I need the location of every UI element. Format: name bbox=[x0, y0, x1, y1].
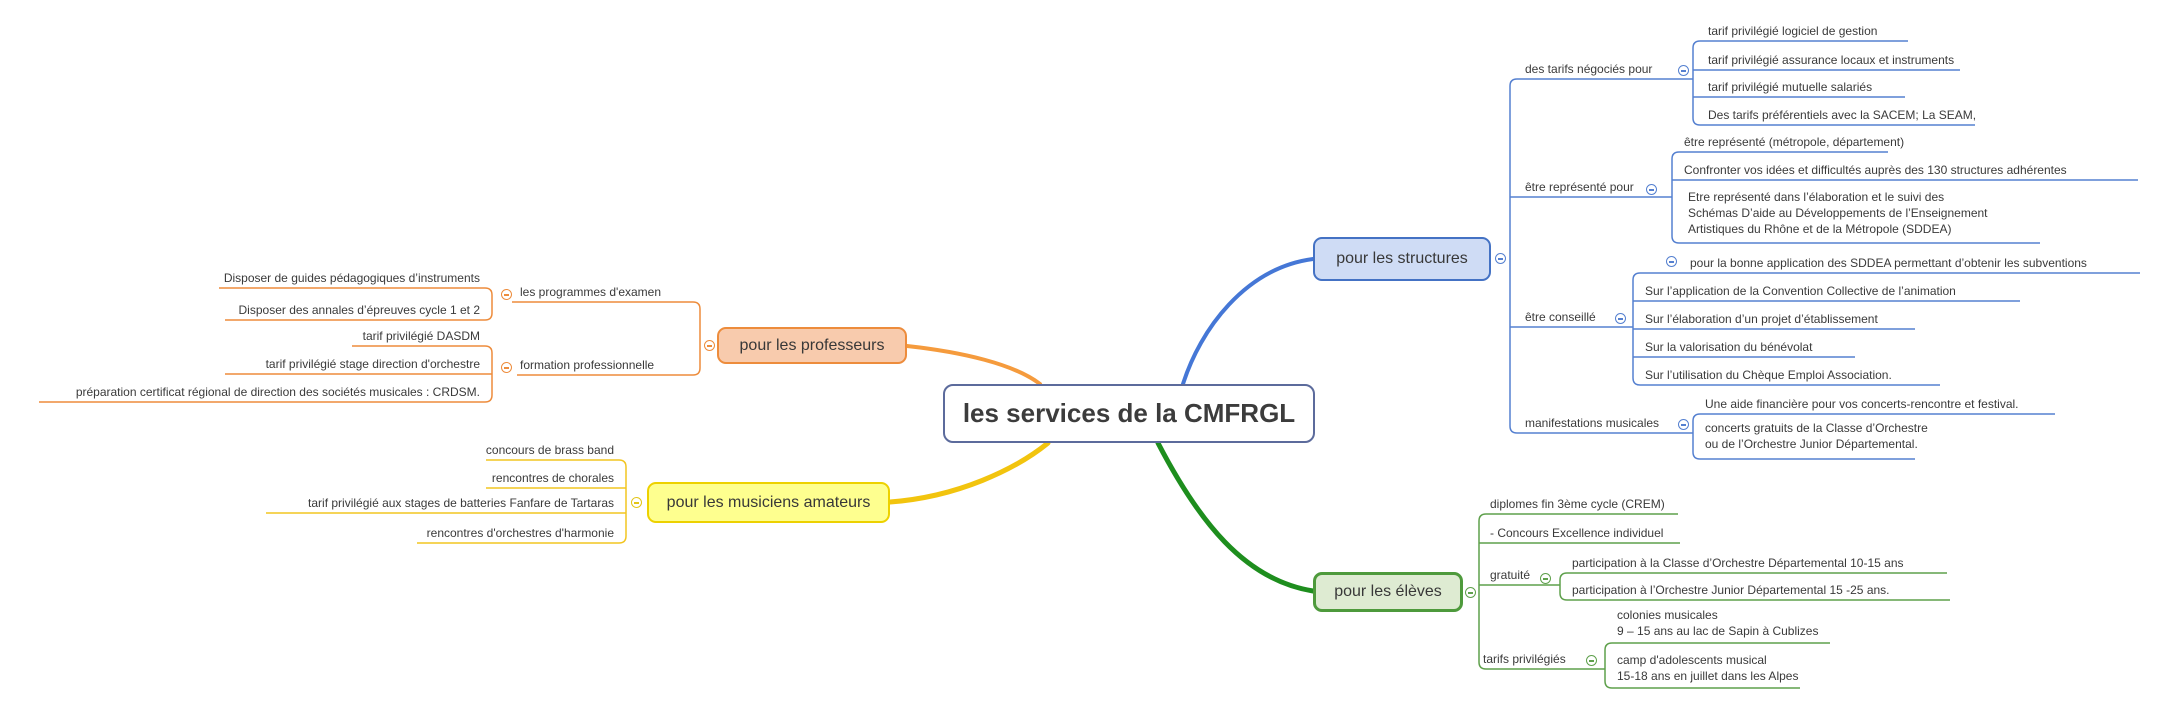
subtopic-etre-represente[interactable]: être représenté pour bbox=[1525, 180, 1634, 194]
leaf-line: 15-18 ans en juillet dans les Alpes bbox=[1617, 669, 1799, 683]
collapse-icon[interactable] bbox=[501, 362, 512, 373]
leaf-line: concerts gratuits de la Classe d’Orchest… bbox=[1705, 421, 1928, 435]
leaf-line: Schémas D’aide au Développements de l’En… bbox=[1688, 206, 1988, 220]
programmes-children-bracket bbox=[219, 287, 493, 321]
manifestations-children-bracket bbox=[1692, 413, 2055, 460]
leaf-node[interactable]: participation à l’Orchestre Junior Dépar… bbox=[1572, 583, 1890, 597]
eleves-branch-lines bbox=[1478, 513, 1950, 689]
leaf-node[interactable]: Sur la valorisation du bénévolat bbox=[1645, 340, 1813, 354]
musiciens-curve bbox=[887, 440, 1051, 505]
subtopic-programmes-examen[interactable]: les programmes d'examen bbox=[520, 285, 662, 299]
leaf-line: 9 – 15 ans au lac de Sapin à Cublizes bbox=[1617, 624, 1819, 638]
leaf-node[interactable]: Sur l’application de la Convention Colle… bbox=[1645, 284, 1956, 298]
subtopic-tarifs-negocies[interactable]: des tarifs négociés pour bbox=[1525, 62, 1653, 76]
subtopic-manifestations[interactable]: manifestations musicales bbox=[1525, 416, 1660, 430]
leaf-node[interactable]: Sur l’élaboration d’un projet d’établiss… bbox=[1645, 312, 1878, 326]
collapse-icon[interactable] bbox=[1465, 587, 1476, 598]
leaf-line: Artistiques du Rhône et de la Métropole … bbox=[1688, 222, 1952, 236]
structures-branch-lines bbox=[1509, 40, 2140, 460]
subtopic-tarifs-privilegies[interactable]: tarifs privilégiés bbox=[1483, 652, 1566, 666]
tarifs-privilegies-children-bracket bbox=[1604, 642, 1830, 689]
musiciens-branch-lines bbox=[266, 459, 627, 544]
collapse-icon[interactable] bbox=[631, 497, 642, 508]
leaf-node[interactable]: tarif privilégié DASDM bbox=[362, 329, 480, 343]
collapse-icon[interactable] bbox=[1646, 184, 1657, 195]
root-node[interactable]: les services de la CMFRGL bbox=[943, 384, 1315, 443]
eleves-trunk-line bbox=[1478, 513, 1678, 670]
leaf-node[interactable]: tarif privilégié aux stages de batteries… bbox=[308, 496, 614, 510]
collapse-icon[interactable] bbox=[1666, 256, 1677, 267]
musiciens-children-bracket bbox=[417, 459, 627, 544]
leaf-node[interactable]: concerts gratuits de la Classe d’Orchest… bbox=[1705, 420, 1928, 452]
leaf-line: colonies musicales bbox=[1617, 608, 1718, 622]
leaf-node[interactable]: tarif privilégié logiciel de gestion bbox=[1708, 24, 1878, 38]
leaf-node[interactable]: camp d'adolescents musical 15-18 ans en … bbox=[1617, 652, 1798, 684]
collapse-icon[interactable] bbox=[1540, 573, 1551, 584]
collapse-icon[interactable] bbox=[704, 340, 715, 351]
leaf-node[interactable]: colonies musicales 9 – 15 ans au lac de … bbox=[1617, 607, 1818, 639]
leaf-node[interactable]: Sur l’utilisation du Chèque Emploi Assoc… bbox=[1645, 368, 1892, 382]
leaf-node[interactable]: Disposer des annales d’épreuves cycle 1 … bbox=[238, 303, 480, 317]
collapse-icon[interactable] bbox=[501, 289, 512, 300]
subtopic-gratuite[interactable]: gratuité bbox=[1490, 568, 1531, 582]
branch-node-eleves[interactable]: pour les élèves bbox=[1313, 572, 1463, 612]
professeurs-branch-lines bbox=[39, 287, 701, 403]
represente-children-bracket bbox=[1671, 151, 2040, 244]
branch-node-musiciens[interactable]: pour les musiciens amateurs bbox=[647, 482, 890, 523]
leaf-node[interactable]: rencontres d'orchestres d'harmonie bbox=[426, 526, 614, 540]
leaf-node[interactable]: concours de brass band bbox=[485, 443, 614, 457]
leaf-node[interactable]: Confronter vos idées et difficultés aupr… bbox=[1684, 163, 2067, 177]
leaf-node[interactable]: tarif privilégié mutuelle salariés bbox=[1708, 80, 1873, 94]
leaf-node[interactable]: préparation certificat régional de direc… bbox=[75, 385, 480, 399]
leaf-node[interactable]: - Concours Excellence individuel bbox=[1490, 526, 1664, 540]
collapse-icon[interactable] bbox=[1615, 313, 1626, 324]
branch-node-structures[interactable]: pour les structures bbox=[1313, 237, 1491, 281]
leaf-node[interactable]: Disposer de guides pédagogiques d’instru… bbox=[223, 271, 480, 285]
collapse-icon[interactable] bbox=[1678, 65, 1689, 76]
branch-node-professeurs[interactable]: pour les professeurs bbox=[717, 327, 907, 364]
collapse-icon[interactable] bbox=[1678, 419, 1689, 430]
eleves-curve bbox=[1155, 440, 1316, 594]
leaf-node[interactable]: diplomes fin 3ème cycle (CREM) bbox=[1490, 497, 1665, 511]
leaf-line: camp d'adolescents musical bbox=[1617, 653, 1767, 667]
professeurs-trunk-line bbox=[512, 301, 701, 376]
leaf-node[interactable]: être représenté (métropole, département) bbox=[1684, 135, 1905, 149]
leaf-node[interactable]: pour la bonne application des SDDEA perm… bbox=[1690, 256, 2087, 270]
leaf-line: ou de l’Orchestre Junior Départemental. bbox=[1705, 437, 1918, 451]
structures-trunk-line bbox=[1509, 78, 1693, 434]
leaf-line: Etre représenté dans l’élaboration et le… bbox=[1688, 190, 1945, 204]
professeurs-curve bbox=[905, 344, 1042, 386]
structures-curve bbox=[1181, 257, 1315, 386]
leaf-node[interactable]: Etre représenté dans l’élaboration et le… bbox=[1688, 189, 1988, 237]
tarifs-children-bracket bbox=[1692, 40, 1975, 126]
leaf-node[interactable]: Des tarifs préférentiels avec la SACEM; … bbox=[1708, 108, 1977, 122]
gratuite-children-bracket bbox=[1559, 572, 1950, 601]
subtopic-formation-professionnelle[interactable]: formation professionnelle bbox=[520, 358, 655, 372]
leaf-node[interactable]: Une aide financière pour vos concerts-re… bbox=[1705, 397, 2019, 411]
collapse-icon[interactable] bbox=[1586, 655, 1597, 666]
subtopic-etre-conseille[interactable]: être conseillé bbox=[1525, 310, 1596, 324]
leaf-node[interactable]: participation à la Classe d’Orchestre Dé… bbox=[1572, 556, 1904, 570]
leaf-node[interactable]: tarif privilégié stage direction d'orche… bbox=[265, 357, 480, 371]
collapse-icon[interactable] bbox=[1495, 253, 1506, 264]
leaf-node[interactable]: tarif privilégié assurance locaux et ins… bbox=[1708, 53, 1955, 67]
leaf-node[interactable]: rencontres de chorales bbox=[491, 471, 614, 485]
